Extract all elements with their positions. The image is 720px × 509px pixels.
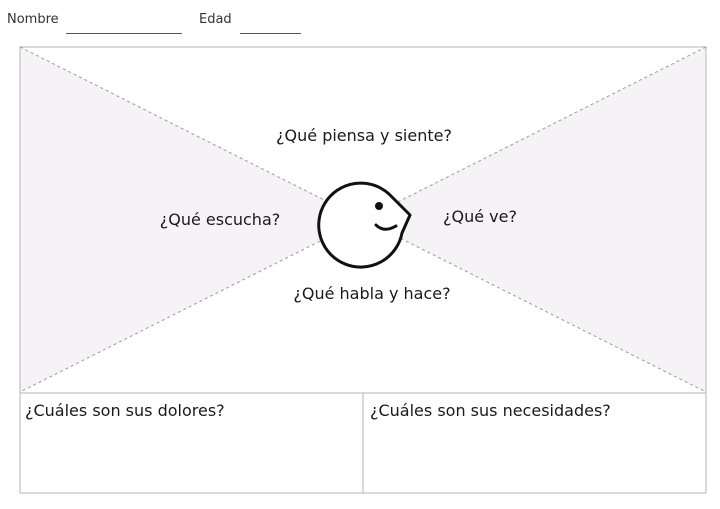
see-section — [363, 47, 706, 392]
diagonal-line-up — [19, 46, 707, 393]
hear-section — [20, 47, 363, 392]
needs-label: ¿Cuáles son sus necesidades? — [370, 401, 611, 420]
face-icon — [317, 181, 412, 269]
age-label: Edad — [199, 12, 232, 27]
think-feel-label: ¿Qué piensa y siente? — [276, 126, 452, 145]
name-field[interactable] — [66, 33, 182, 34]
pains-label: ¿Cuáles son sus dolores? — [25, 401, 225, 420]
say-do-label: ¿Qué habla y hace? — [293, 284, 450, 303]
hear-label: ¿Qué escucha? — [160, 210, 281, 229]
age-field[interactable] — [240, 33, 301, 34]
see-label: ¿Qué ve? — [443, 207, 517, 226]
name-label: Nombre — [7, 12, 59, 27]
diagonal-line-down — [19, 46, 707, 393]
